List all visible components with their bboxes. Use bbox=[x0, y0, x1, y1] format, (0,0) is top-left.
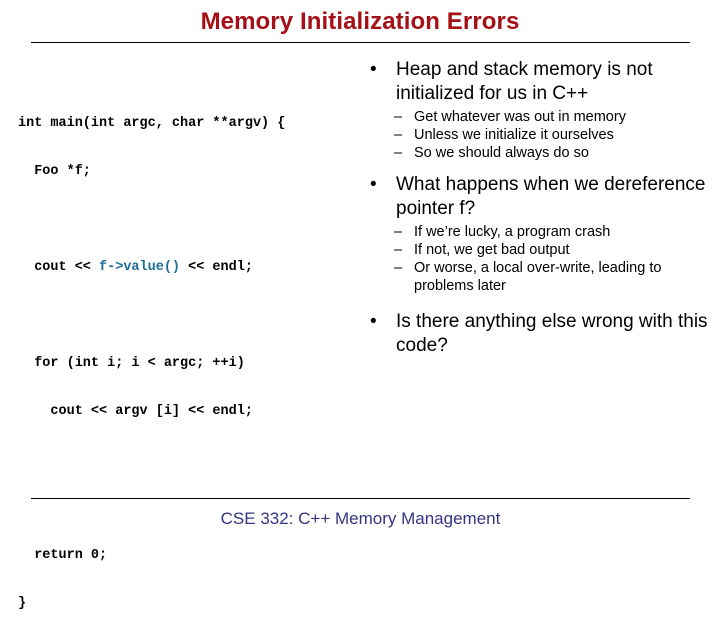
bullet-list: • Heap and stack memory is not initializ… bbox=[362, 58, 710, 360]
code-line-1: int main(int argc, char **argv) { bbox=[18, 116, 286, 131]
dash-marker-icon: – bbox=[394, 127, 403, 143]
code-line-9: return 0; bbox=[18, 548, 108, 563]
footer-divider-rule bbox=[31, 498, 690, 499]
sub-bullet-bad-output: – If not, we get bad output bbox=[362, 241, 710, 259]
sub-bullet-over-write: – Or worse, a local over-write, leading … bbox=[362, 259, 710, 295]
bullet-heap-stack-label: Heap and stack memory is not initialized… bbox=[396, 59, 653, 104]
code-line-4-pre: cout << bbox=[18, 260, 100, 275]
code-sample: int main(int argc, char **argv) { Foo *f… bbox=[18, 84, 370, 644]
code-token-dereference: f->value() bbox=[99, 260, 181, 275]
sub-bullet-group-2: – If we’re lucky, a program crash – If n… bbox=[362, 223, 710, 295]
bullet-anything-else-label: Is there anything else wrong with this c… bbox=[396, 311, 708, 356]
code-line-2: Foo *f; bbox=[18, 164, 91, 179]
slide-canvas: Memory Initialization Errors int main(in… bbox=[18, 8, 710, 611]
bullet-dereference: • What happens when we dereference point… bbox=[362, 173, 710, 221]
sub-bullet-get-whatever: – Get whatever was out in memory bbox=[362, 108, 710, 126]
sub-bullet-over-write-label: Or worse, a local over-write, leading to… bbox=[414, 260, 662, 294]
sub-bullet-bad-output-label: If not, we get bad output bbox=[414, 242, 570, 258]
code-line-blank-2 bbox=[18, 308, 370, 324]
dash-marker-icon: – bbox=[394, 145, 403, 161]
dash-marker-icon: – bbox=[394, 260, 403, 276]
sub-bullet-always-do-so: – So we should always do so bbox=[362, 144, 710, 162]
sub-bullet-get-whatever-label: Get whatever was out in memory bbox=[414, 109, 626, 125]
slide-footer: CSE 332: C++ Memory Management bbox=[220, 509, 501, 528]
code-line-4-post: << endl; bbox=[180, 260, 253, 275]
code-line-7: cout << argv [i] << endl; bbox=[18, 404, 253, 419]
sub-bullet-lucky-crash: – If we’re lucky, a program crash bbox=[362, 223, 710, 241]
dash-marker-icon: – bbox=[394, 109, 403, 125]
dash-marker-icon: – bbox=[394, 224, 403, 240]
title-divider-rule bbox=[31, 42, 690, 43]
bullet-heap-stack: • Heap and stack memory is not initializ… bbox=[362, 58, 710, 106]
sub-bullet-unless-init-label: Unless we initialize it ourselves bbox=[414, 127, 614, 143]
bullet-marker-icon: • bbox=[370, 59, 377, 80]
bullet-marker-icon: • bbox=[370, 174, 377, 195]
code-line-10: } bbox=[18, 596, 27, 611]
code-line-blank-3 bbox=[18, 452, 370, 468]
dash-marker-icon: – bbox=[394, 242, 403, 258]
sub-bullet-lucky-crash-label: If we’re lucky, a program crash bbox=[414, 224, 611, 240]
code-line-4: cout << f->value() << endl; bbox=[18, 260, 370, 276]
sub-bullet-unless-init: – Unless we initialize it ourselves bbox=[362, 126, 710, 144]
page-title: Memory Initialization Errors bbox=[200, 8, 520, 35]
bullet-marker-icon: • bbox=[370, 311, 377, 332]
bullet-spacer bbox=[362, 300, 710, 310]
bullet-dereference-label: What happens when we dereference pointer… bbox=[396, 174, 706, 219]
sub-bullet-group-1: – Get whatever was out in memory – Unles… bbox=[362, 108, 710, 162]
sub-bullet-always-do-so-label: So we should always do so bbox=[414, 145, 589, 161]
bullet-anything-else: • Is there anything else wrong with this… bbox=[362, 310, 710, 358]
code-line-6: for (int i; i < argc; ++i) bbox=[18, 356, 245, 371]
code-line-blank-1 bbox=[18, 212, 370, 228]
